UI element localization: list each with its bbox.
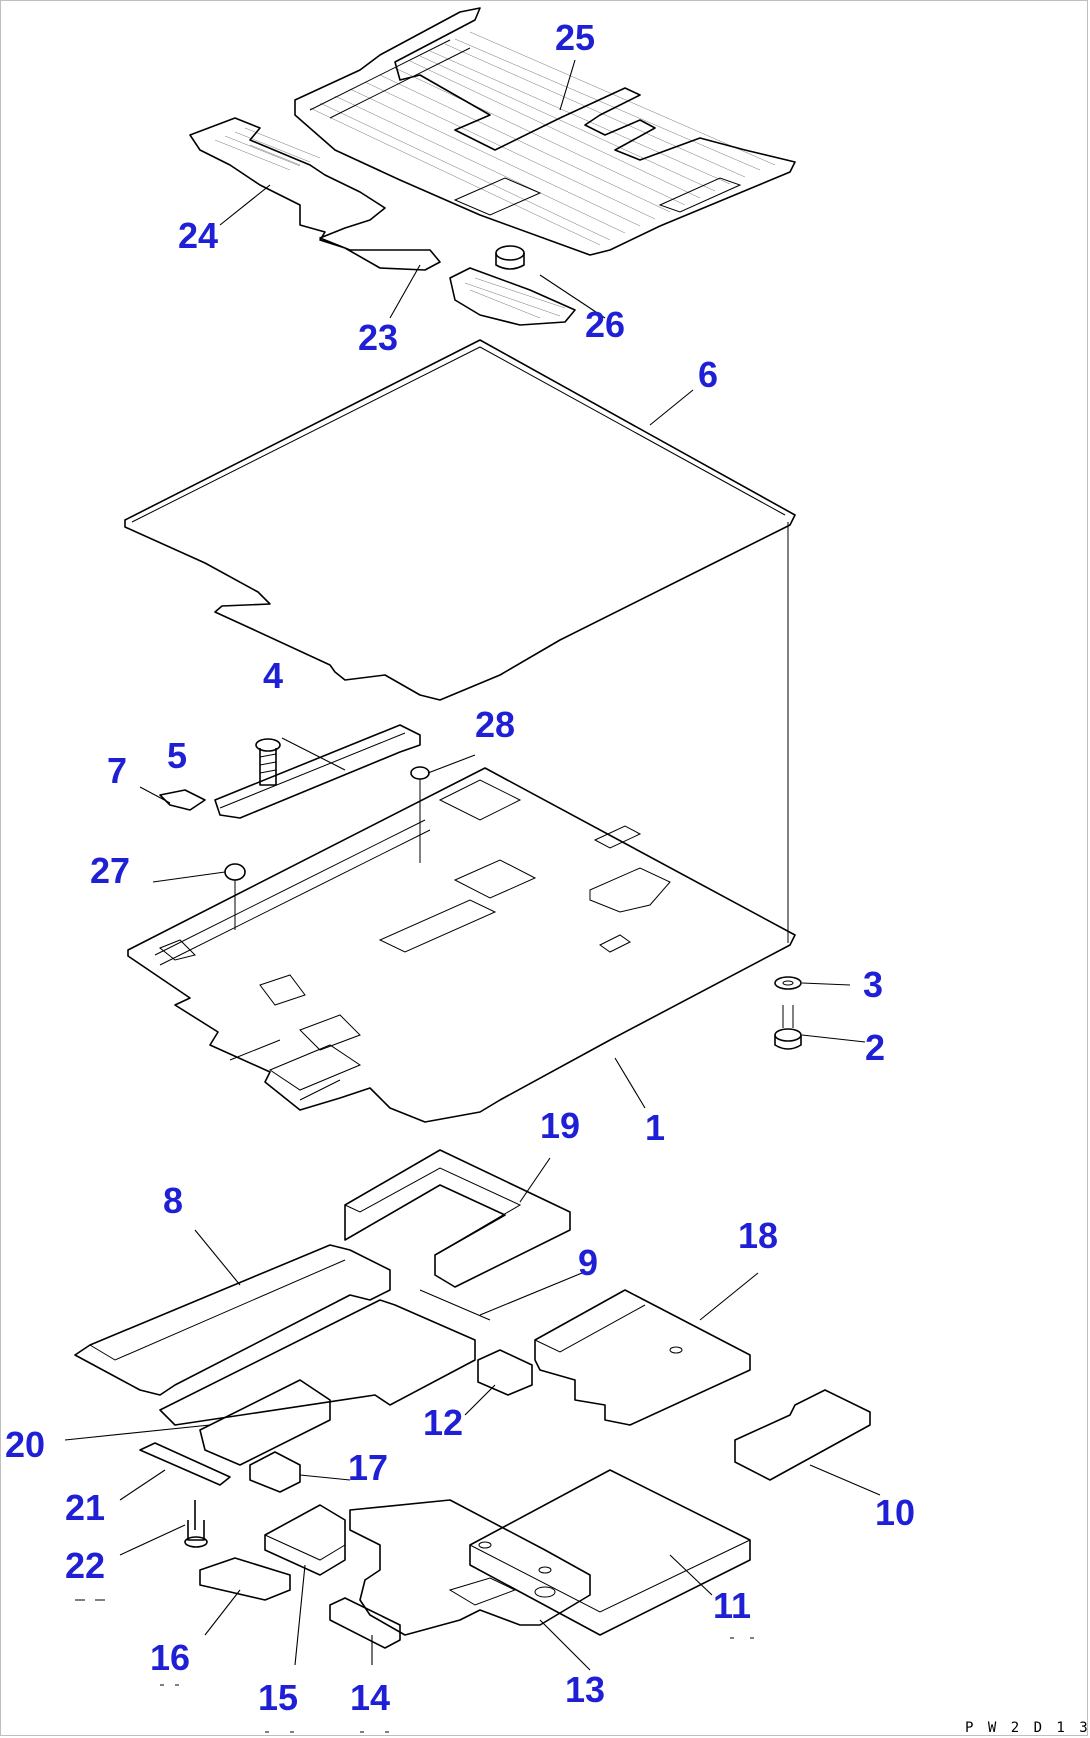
- dash-marks: [75, 1599, 754, 1733]
- part-2-nut: [774, 1005, 802, 1050]
- part-25-floor-mat: [294, 7, 796, 256]
- callout-20: 20: [5, 1424, 45, 1465]
- callout-26: 26: [585, 304, 625, 345]
- part-4-plate: [214, 724, 421, 819]
- leader-lines: [64, 59, 881, 1671]
- callout-17: 17: [348, 1447, 388, 1488]
- part-8-foam: [74, 1244, 391, 1396]
- callout-23: 23: [358, 317, 398, 358]
- callout-1: 1: [645, 1107, 665, 1148]
- callout-28: 28: [475, 704, 515, 745]
- callout-13: 13: [565, 1669, 605, 1710]
- part-3-washer: [774, 976, 802, 990]
- callout-12: 12: [423, 1402, 463, 1443]
- part-23-mat-piece: [449, 267, 576, 326]
- part-11-pad: [469, 1469, 751, 1636]
- part-26-plug: [495, 245, 525, 270]
- callout-10: 10: [875, 1492, 915, 1533]
- callout-19: 19: [540, 1105, 580, 1146]
- callout-6: 6: [698, 354, 718, 395]
- part-27-cap: [224, 863, 246, 930]
- callout-8: 8: [163, 1180, 183, 1221]
- callout-3: 3: [863, 964, 883, 1005]
- callout-21: 21: [65, 1487, 105, 1528]
- callout-labels: 25 24 23 26 6 4 5 7 27 28 3 2 1 19 8 9 1…: [5, 17, 915, 1718]
- callout-15: 15: [258, 1677, 298, 1718]
- part-21-strip: [139, 1442, 231, 1486]
- part-6-floor-mat-outline: [124, 339, 796, 943]
- callout-14: 14: [350, 1677, 390, 1718]
- part-19-spacer: [344, 1149, 571, 1288]
- part-5-bolt: [255, 738, 281, 786]
- part-10-pad: [734, 1389, 871, 1481]
- part-24-mat-section: [189, 117, 441, 271]
- part-9-strip: [159, 1289, 491, 1426]
- part-15-block: [264, 1504, 346, 1576]
- callout-5: 5: [167, 735, 187, 776]
- part-14-strip: [329, 1597, 401, 1649]
- part-17-foam: [249, 1451, 301, 1493]
- callout-7: 7: [107, 750, 127, 791]
- part-22-bolt: [184, 1500, 208, 1548]
- part-1-floor-plate: [127, 767, 796, 1123]
- callout-2: 2: [865, 1027, 885, 1068]
- part-13-foam: [349, 1499, 591, 1636]
- callout-18: 18: [738, 1215, 778, 1256]
- callout-24: 24: [178, 215, 218, 256]
- callout-22: 22: [65, 1545, 105, 1586]
- part-18-pad: [534, 1289, 751, 1426]
- callout-11: 11: [713, 1585, 751, 1626]
- part-7-clip: [159, 789, 206, 811]
- callout-9: 9: [578, 1242, 598, 1283]
- drawing-code: P W 2 D 1 3 1: [965, 1720, 1090, 1736]
- part-12-block: [477, 1349, 533, 1396]
- part-16-wedge: [199, 1557, 291, 1601]
- callout-27: 27: [90, 850, 130, 891]
- callout-4: 4: [263, 655, 283, 696]
- callout-16: 16: [150, 1637, 190, 1678]
- part-28-cap: [410, 766, 430, 863]
- callout-25: 25: [555, 17, 595, 58]
- part-20-wedge: [199, 1379, 331, 1466]
